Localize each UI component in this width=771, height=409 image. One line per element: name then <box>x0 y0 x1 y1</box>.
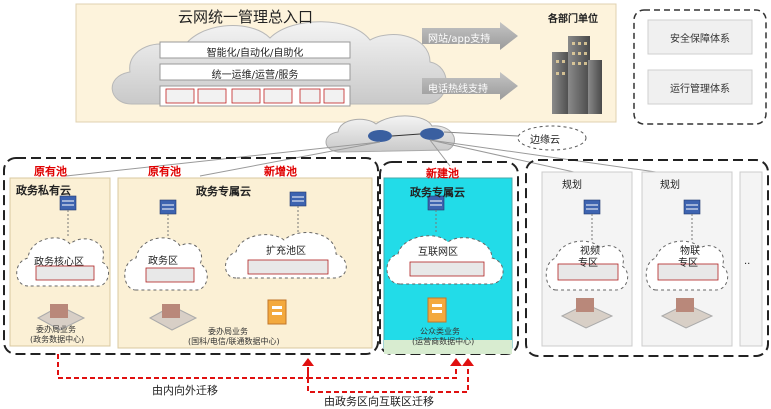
top-title: 云网统一管理总入口 <box>178 8 314 26</box>
private-desc-1: 委办局业务 <box>36 325 76 334</box>
arrow-web-label: 网站/app支持 <box>428 34 491 45</box>
iot-zone-line1: 物联 <box>680 246 700 257</box>
internet-pool-tag: 新建池 <box>426 167 459 180</box>
building-icon <box>552 36 602 114</box>
layer-label-1: 智能化/自动化/自助化 <box>206 48 304 59</box>
existing-pools-frame <box>3 157 379 355</box>
layer-bar-2 <box>159 63 351 81</box>
internet-desc-1: 公众类业务 <box>420 327 460 336</box>
iot-zone-line2: 专区 <box>678 258 698 269</box>
layer-bar-1 <box>159 41 351 59</box>
video-zone-line1: 视频 <box>580 246 600 257</box>
dedicated-pool-tag-right: 新增池 <box>264 165 297 178</box>
layer-label-2: 统一运维/运营/服务 <box>211 70 299 81</box>
video-zone-line2: 专区 <box>578 258 598 269</box>
arrow-phone <box>422 72 518 100</box>
internet-pool-title: 政务专属云 <box>410 186 465 199</box>
edge-cloud <box>517 125 587 151</box>
gov-zone-label: 政务区 <box>148 256 178 267</box>
switch-icons <box>59 191 701 215</box>
migration-arrows <box>57 354 469 393</box>
private-pool-title: 政务私有云 <box>16 184 71 197</box>
private-desc-2: (政务数据中心) <box>30 335 85 344</box>
dedicated-pool-title: 政务专属云 <box>196 185 251 198</box>
security-system-label: 安全保障体系 <box>670 34 730 45</box>
arrow-phone-label: 电话热线支持 <box>428 84 488 95</box>
expand-zone-label: 扩充池区 <box>266 246 306 257</box>
core-zone-label: 政务核心区 <box>34 257 84 268</box>
datacenter-icons <box>36 297 714 331</box>
edge-cloud-label: 边缘云 <box>530 135 560 146</box>
planned-frame <box>525 159 769 357</box>
migration-label-2: 由政务区向互联区迁移 <box>324 395 434 408</box>
planned-tag-1: 规划 <box>562 180 582 191</box>
planned-tag-2: 规划 <box>660 180 680 191</box>
dedicated-desc-2: (国科/电信/联通数据中心) <box>188 337 280 346</box>
dedicated-desc-1: 委办局业务 <box>208 327 248 336</box>
dedicated-pool-tag-left: 原有池 <box>148 165 181 178</box>
operation-system-label: 运行管理体系 <box>670 84 730 95</box>
migration-label-1: 由内向外迁移 <box>152 384 218 397</box>
planned-ellipsis: .. <box>744 256 751 267</box>
internet-zone-label: 互联网区 <box>418 247 458 258</box>
private-pool-tag: 原有池 <box>34 165 67 178</box>
device-strip <box>165 88 345 104</box>
department-label: 各部门单位 <box>548 14 598 25</box>
internet-desc-2: (运营商数据中心) <box>412 337 475 346</box>
arrow-web <box>422 22 518 50</box>
